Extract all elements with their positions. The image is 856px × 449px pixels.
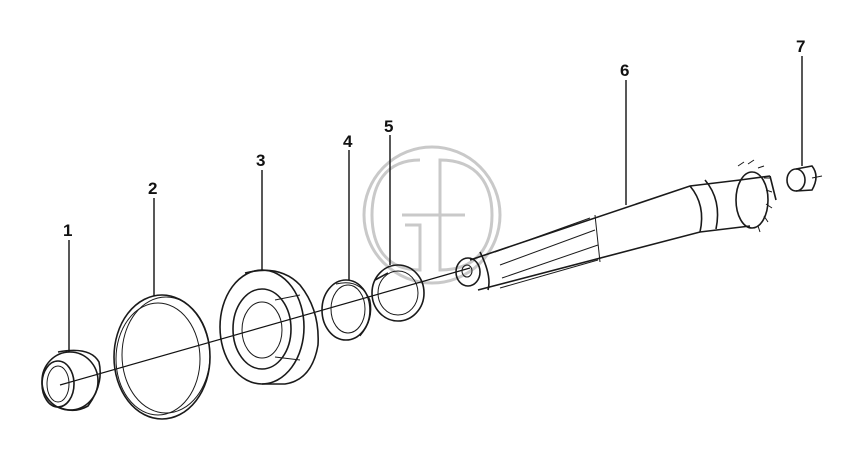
part-6-splined-shaft[interactable] xyxy=(455,159,777,291)
part-1-seal[interactable] xyxy=(41,349,101,412)
center-axis-line xyxy=(59,267,471,386)
callout-4: 4 xyxy=(343,132,353,151)
callout-1: 1 xyxy=(63,221,72,240)
gd-logo-watermark-icon xyxy=(362,145,502,285)
callout-3: 3 xyxy=(256,151,265,170)
part-5-circlip[interactable] xyxy=(371,264,425,322)
part-7-bushing[interactable] xyxy=(786,165,823,192)
part-4-snap-ring[interactable] xyxy=(321,279,372,341)
callout-6: 6 xyxy=(620,61,629,80)
callout-5: 5 xyxy=(384,117,393,136)
callout-7: 7 xyxy=(796,37,805,56)
part-2-ring[interactable] xyxy=(113,294,211,420)
part-3-bearing[interactable] xyxy=(219,269,319,385)
callout-2: 2 xyxy=(148,179,157,198)
